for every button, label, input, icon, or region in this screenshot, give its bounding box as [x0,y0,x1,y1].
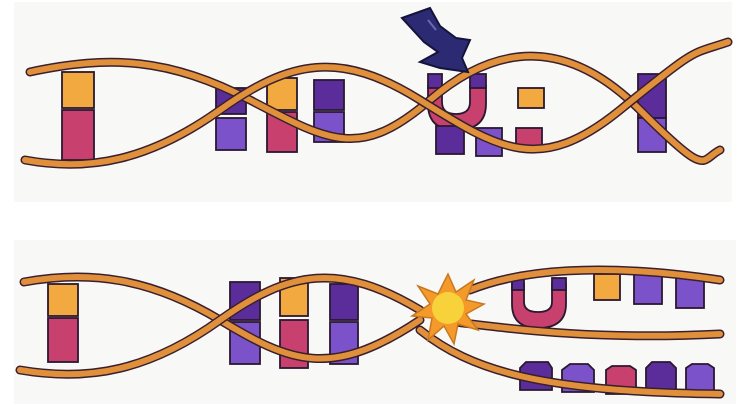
base-purple [428,74,442,88]
base-violet [686,364,714,392]
base-violet [676,278,704,308]
base-orange [594,274,620,300]
base-magenta [62,110,94,160]
base-purple [436,126,464,154]
base-magenta [48,318,78,362]
base-violet [216,118,246,150]
base-purple [330,284,358,320]
base-orange [48,284,78,316]
base-orange [62,72,94,108]
base-purple [314,80,344,110]
base-orange [518,88,544,108]
base-purple [552,278,566,290]
